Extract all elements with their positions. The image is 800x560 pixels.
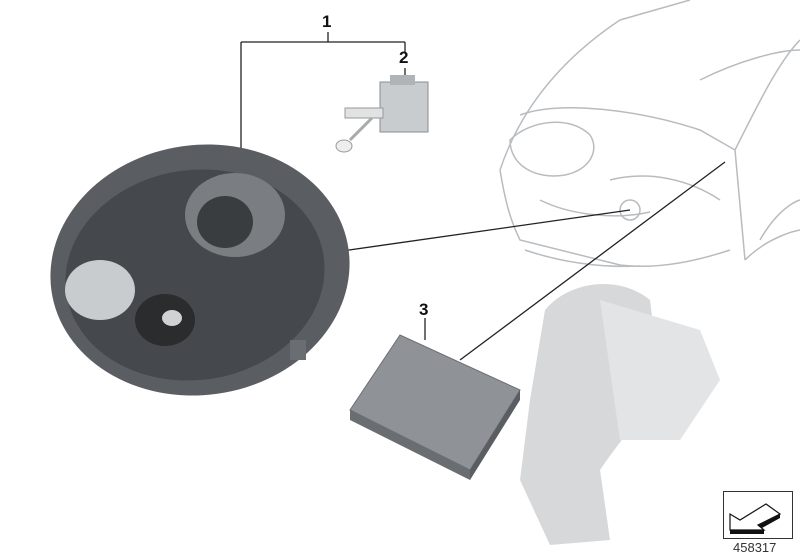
mounting-bracket [520,283,720,545]
control-unit [349,334,521,480]
car-outline [499,0,800,268]
xenon-bulb [335,75,429,153]
callout-2: 2 [399,48,409,67]
callout-1-bracket [240,32,726,361]
headlight-assembly [50,144,350,396]
navigation-arrow-button[interactable] [723,491,793,539]
callout-3: 3 [419,300,429,319]
arrow-down-left-icon [729,503,782,534]
reference-number: 458317 [733,540,777,555]
callout-1: 1 [322,12,332,31]
